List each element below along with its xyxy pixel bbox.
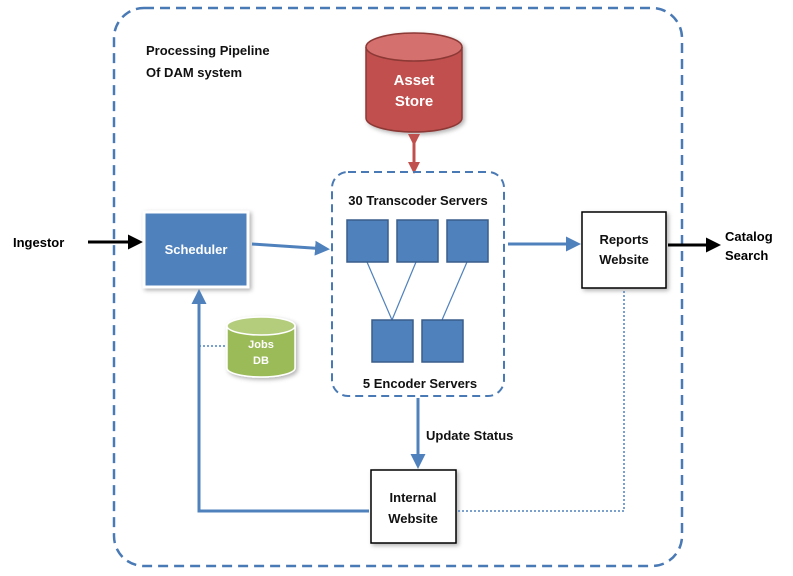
internal-to-scheduler-arrow (191, 289, 369, 513)
server-cluster (331, 171, 505, 397)
asset-store-label-line1: Asset (394, 72, 435, 89)
transcoder-server-1 (346, 219, 389, 263)
internal-website-label-line1: Internal (390, 490, 437, 505)
catalog-search-label-line1: Catalog (725, 229, 773, 244)
encoder-server-1 (371, 319, 414, 363)
reports-website-label-line2: Website (599, 252, 649, 267)
scheduler-box (142, 210, 250, 289)
transcoder-servers-label: 30 Transcoder Servers (348, 193, 487, 208)
reports-internal-link (458, 290, 625, 512)
internal-website-box (370, 469, 457, 544)
system-boundary (112, 6, 684, 568)
internal-website-label-line2: Website (388, 511, 438, 526)
asset-store (365, 32, 463, 133)
ingestor-label: Ingestor (13, 235, 64, 250)
server-links (366, 261, 468, 321)
transcoder-server-2 (396, 219, 439, 263)
jobs-db-label-line2: DB (253, 355, 269, 367)
reports-website-label-line1: Reports (599, 232, 648, 247)
scheduler-label: Scheduler (165, 242, 228, 257)
jobs-db-label-line1: Jobs (248, 339, 274, 351)
asset-store-label-line2: Store (395, 93, 433, 110)
diagram-title-line2: Of DAM system (146, 65, 242, 80)
update-status-label: Update Status (426, 428, 513, 443)
diagram-title-line1: Processing Pipeline (146, 43, 270, 58)
encoder-server-2 (421, 319, 464, 363)
encoder-servers-label: 5 Encoder Servers (363, 376, 477, 391)
reports-website-box (581, 211, 667, 289)
catalog-search-label-line2: Search (725, 248, 768, 263)
transcoder-server-3 (446, 219, 489, 263)
jobs-db (226, 316, 296, 378)
scheduler-to-servers-arrow (251, 240, 330, 256)
